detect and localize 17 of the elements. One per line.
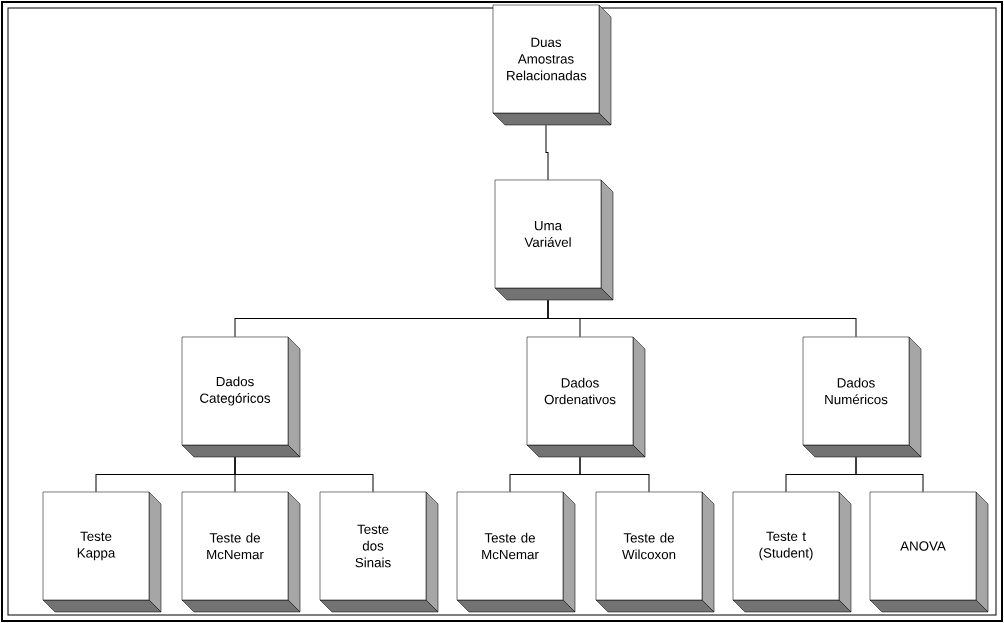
connector-line (579, 456, 650, 493)
process-box: Dados Categóricos (181, 336, 301, 458)
connector-line (234, 456, 374, 493)
process-box: Dados Ordenativos (526, 336, 646, 458)
process-box: ANOVA (869, 491, 989, 613)
process-box: Teste de McNemar (456, 491, 576, 613)
process-box: Uma Variável (494, 179, 614, 301)
connector-line (545, 124, 549, 181)
process-box: Teste de McNemar (181, 491, 301, 613)
connector-line (547, 299, 857, 338)
process-box: Teste Kappa (42, 491, 162, 613)
process-box: Teste de Wilcoxon (595, 491, 715, 613)
process-box: Teste dos Sinais (319, 491, 439, 613)
process-box: Teste t (Student) (732, 491, 852, 613)
process-box: Duas Amostras Relacionadas (492, 4, 612, 126)
process-box: Dados Numéricos (802, 336, 922, 458)
connector-line (855, 456, 924, 493)
